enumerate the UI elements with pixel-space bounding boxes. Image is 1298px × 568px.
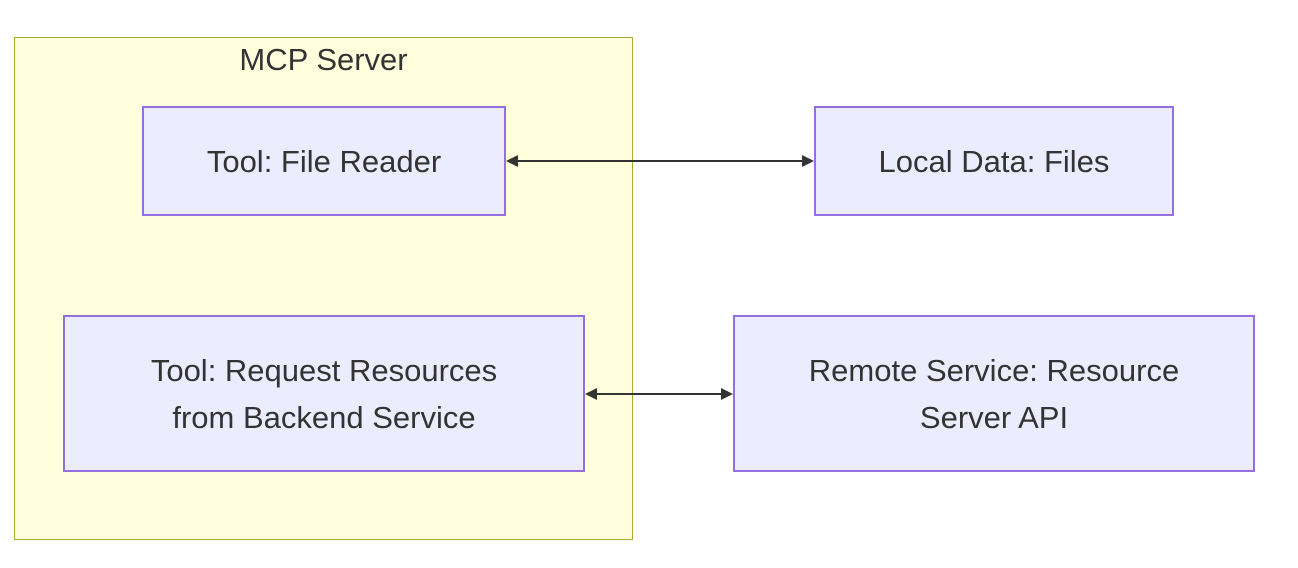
node-label: Remote Service: Resource Server API xyxy=(808,352,1180,435)
node-label: Tool: File Reader xyxy=(206,143,442,179)
node-tool-file-reader[interactable]: Tool: File Reader xyxy=(142,106,506,216)
node-label: Local Data: Files xyxy=(878,143,1110,179)
node-tool-request-resources[interactable]: Tool: Request Resources from Backend Ser… xyxy=(63,315,585,472)
cluster-title: MCP Server xyxy=(239,42,408,77)
node-remote-service[interactable]: Remote Service: Resource Server API xyxy=(733,315,1255,472)
node-label: Tool: Request Resources from Backend Ser… xyxy=(150,352,498,435)
node-local-data-files[interactable]: Local Data: Files xyxy=(814,106,1174,216)
